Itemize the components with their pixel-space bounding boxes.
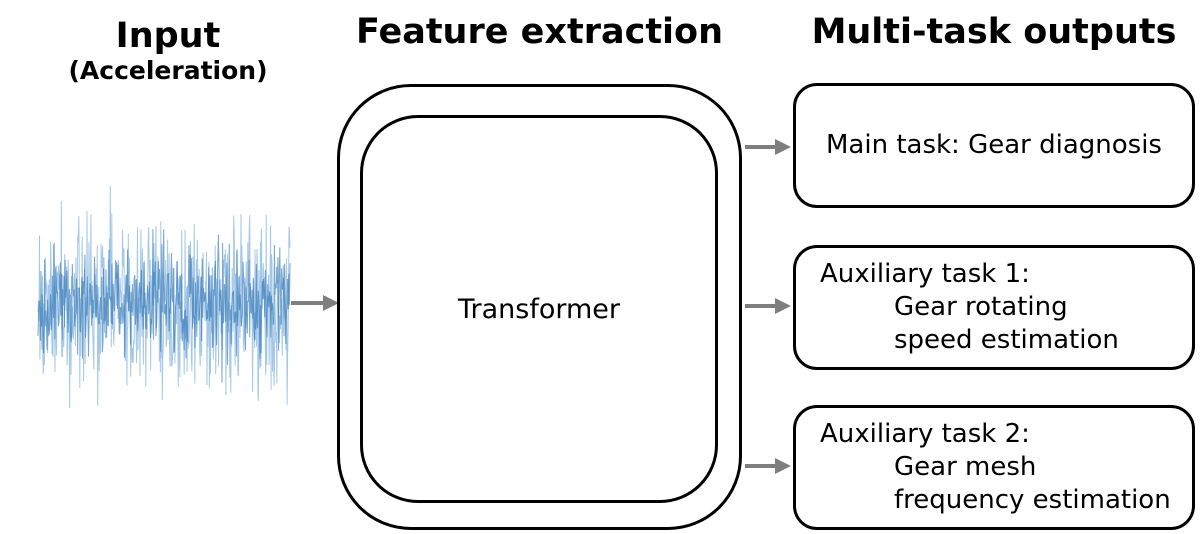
aux-task-1-line-2: Gear rotating [894, 292, 1068, 322]
output-box-aux-task-1: Auxiliary task 1: Gear rotating speed es… [793, 245, 1195, 370]
aux-task-2-line-3: frequency estimation [894, 485, 1171, 515]
transformer-to-aux-task-2-arrow [745, 458, 791, 474]
transformer-to-main-task-arrow [745, 139, 791, 155]
output-box-main-task: Main task: Gear diagnosis [793, 83, 1195, 208]
arrow-shaft [291, 301, 324, 305]
output-box-aux-task-2: Auxiliary task 2: Gear mesh frequency es… [793, 405, 1195, 530]
main-task-label: Main task: Gear diagnosis [826, 130, 1162, 160]
input-to-transformer-arrow [291, 295, 339, 311]
arrow-shaft [745, 304, 776, 308]
arrow-head-icon [775, 458, 791, 474]
transformer-to-aux-task-1-arrow [745, 298, 791, 314]
acceleration-waveform [37, 185, 291, 409]
feature-extraction-title: Feature extraction [355, 12, 724, 52]
arrow-head-icon [323, 295, 339, 311]
aux-task-1-line-1: Auxiliary task 1: [820, 259, 1030, 289]
aux-task-2-line-2: Gear mesh [894, 452, 1037, 482]
arrow-shaft [745, 464, 776, 468]
arrow-head-icon [775, 139, 791, 155]
multi-task-outputs-title: Multi-task outputs [811, 12, 1177, 52]
transformer-box: Transformer [360, 115, 718, 503]
aux-task-2-line-1: Auxiliary task 2: [820, 419, 1030, 449]
input-subtitle: (Acceleration) [68, 56, 268, 85]
arrow-head-icon [775, 298, 791, 314]
aux-task-1-line-3: speed estimation [894, 325, 1119, 355]
transformer-label: Transformer [457, 293, 620, 325]
input-title: Input [115, 16, 221, 56]
arrow-shaft [745, 145, 776, 149]
